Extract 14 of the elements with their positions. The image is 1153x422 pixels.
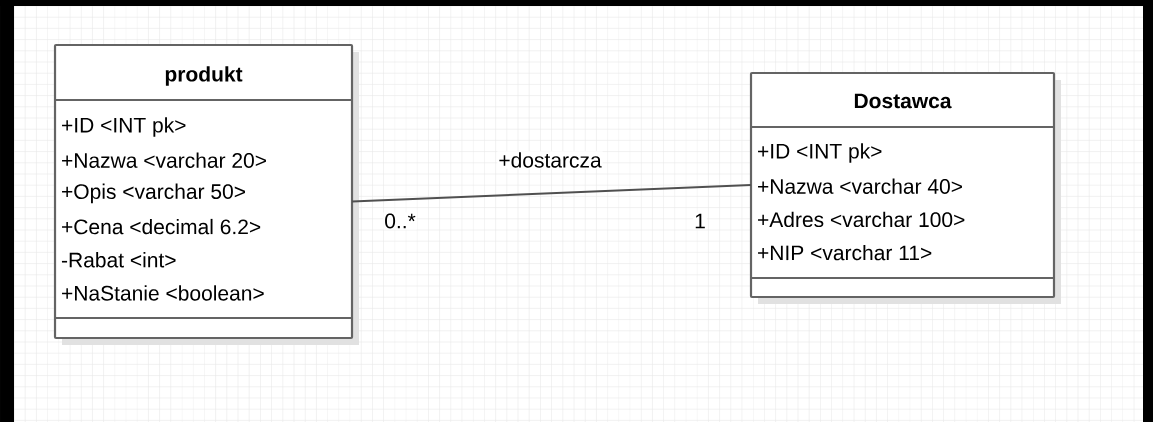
association-line: [351, 184, 752, 203]
attribute-text: +Cena <decimal 6.2>: [62, 218, 261, 235]
attribute-text: +ID <INT pk>: [62, 117, 186, 137]
attribute-text: +Opis <varchar 50>: [62, 183, 245, 204]
attribute-text: +Adres <varchar 100>: [758, 211, 965, 228]
class-name: Dostawca: [854, 93, 952, 109]
attribute-text: -Rabat <int>: [61, 252, 176, 268]
attribute-text: +ID <INT pk>: [758, 143, 882, 163]
attribute-text: +Nazwa <varchar 40>: [758, 178, 962, 194]
edge-label: +dostarcza: [497, 151, 603, 169]
attribute-text: +NIP <varchar 11>: [758, 244, 932, 261]
class-name: produkt: [165, 66, 243, 86]
attribute-text: +Nazwa <varchar 20>: [62, 152, 266, 168]
attribute-text: +NaStanie <boolean>: [62, 285, 264, 301]
